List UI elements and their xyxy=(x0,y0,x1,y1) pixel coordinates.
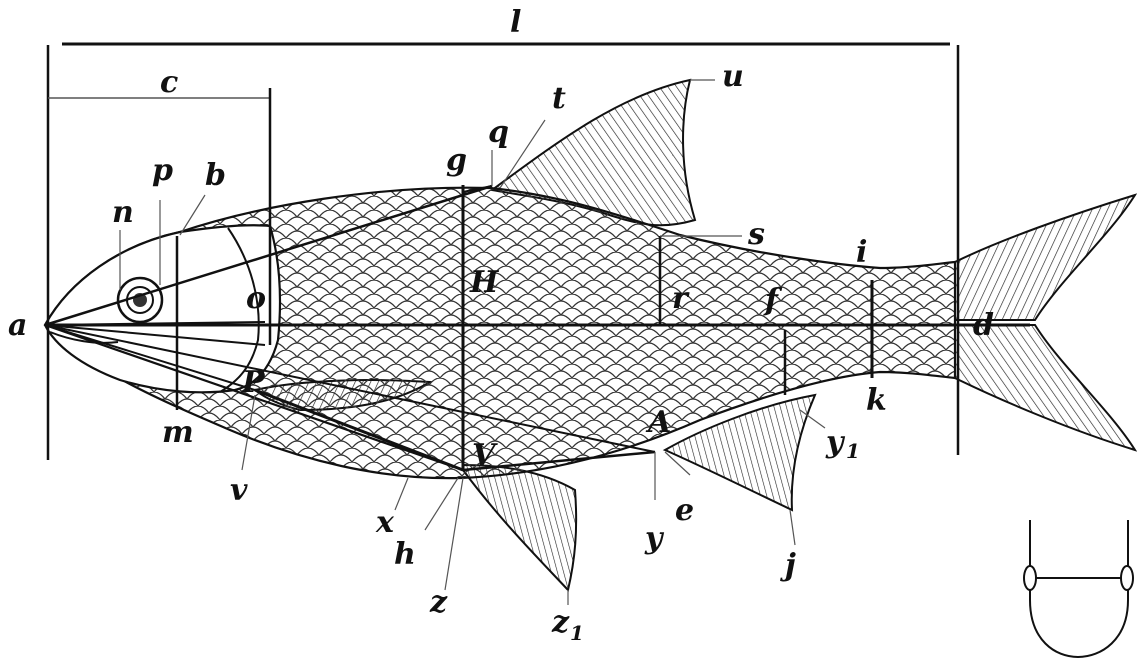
caudal-fin-lower xyxy=(954,324,1137,452)
label-t: t xyxy=(552,81,566,116)
label-n: n xyxy=(112,195,134,230)
label-p: p xyxy=(152,153,173,188)
label-q: q xyxy=(488,115,509,150)
mouth-line xyxy=(49,331,119,344)
label-c: c xyxy=(160,65,178,100)
label-b: b xyxy=(205,158,226,193)
pelvic-to-anal xyxy=(462,450,656,472)
inset-left-eye xyxy=(1023,565,1037,591)
label-H: H xyxy=(469,265,500,300)
label-h: h xyxy=(394,537,416,572)
pectoral-to-pelvic xyxy=(254,388,464,472)
inset-right-eye xyxy=(1120,565,1134,591)
leader-v xyxy=(241,394,256,471)
snout-to-pectoral xyxy=(44,324,256,391)
snout-to-operculum xyxy=(44,324,266,346)
label-V: V xyxy=(472,438,498,473)
label-k: k xyxy=(866,383,887,418)
dorsal-base-line xyxy=(462,185,493,193)
leader-h xyxy=(424,477,459,531)
leader-e xyxy=(664,451,691,476)
label-g: g xyxy=(446,143,467,178)
label-s: s xyxy=(747,217,765,252)
label-j: j xyxy=(780,548,796,583)
pelvic-fin xyxy=(462,463,578,593)
label-a: a xyxy=(8,308,27,343)
anal-fin xyxy=(662,393,817,512)
label-m: m xyxy=(162,415,194,450)
label-z1-sub: 1 xyxy=(570,621,584,645)
leader-j xyxy=(789,509,796,546)
label-v: v xyxy=(230,473,248,508)
label-y1-main: y xyxy=(825,425,846,460)
label-o: o xyxy=(246,281,266,316)
label-y1-sub: 1 xyxy=(846,439,860,463)
label-y: y xyxy=(644,521,665,556)
label-u: u xyxy=(722,59,744,94)
label-l: l xyxy=(510,5,521,40)
leader-t xyxy=(499,119,546,189)
leader-b xyxy=(179,194,206,236)
head-ventral-view-inset xyxy=(1023,520,1134,659)
label-A: A xyxy=(645,405,671,440)
caudal-fin-upper xyxy=(954,193,1137,321)
leader-z xyxy=(444,477,464,591)
label-r: r xyxy=(672,281,690,316)
label-P: P xyxy=(241,365,266,400)
label-e: e xyxy=(675,493,694,528)
label-x: x xyxy=(375,505,395,540)
label-z1-main: z xyxy=(551,605,570,640)
snout-eye-line xyxy=(44,321,266,326)
label-z: z xyxy=(429,585,448,620)
operculum-edge xyxy=(219,227,260,393)
label-y1: y 1 xyxy=(825,425,860,463)
leader-x xyxy=(394,477,409,511)
inset-head-outline xyxy=(1029,520,1129,659)
label-z1: z 1 xyxy=(551,605,584,645)
leader-y1 xyxy=(799,409,826,429)
snout-to-anal xyxy=(44,324,656,453)
snout-to-dorsal xyxy=(44,184,493,327)
label-d: d xyxy=(973,308,994,343)
label-i: i xyxy=(856,235,867,270)
